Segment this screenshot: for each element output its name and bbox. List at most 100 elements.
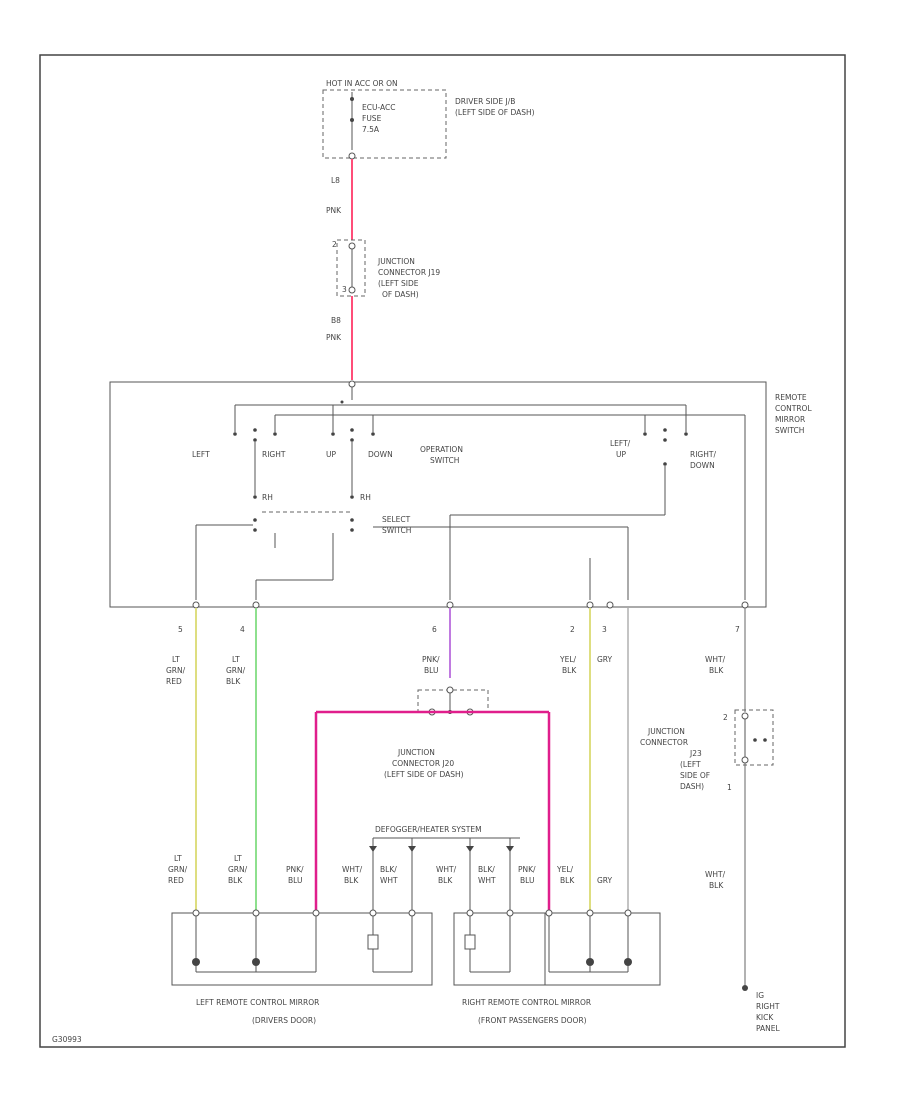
wire-color-pnk-2: PNK xyxy=(326,333,342,342)
lw-l11: BLK/ xyxy=(380,865,397,874)
j20-label: JUNCTION xyxy=(397,748,435,757)
defogger-reference: DEFOGGER/HEATER SYSTEM xyxy=(369,825,520,910)
wire-pin-l8: L8 xyxy=(331,176,340,185)
j20-label-3: (LEFT SIDE OF DASH) xyxy=(384,770,464,779)
figure-id: G30993 xyxy=(52,1035,82,1044)
j23-label-2: CONNECTOR xyxy=(640,738,688,747)
fuse-block: HOT IN ACC OR ON ECU-ACC FUSE 7.5A DRIVE… xyxy=(322,79,535,160)
pin-3: 3 xyxy=(602,625,607,634)
lw-l8: BLU xyxy=(288,876,302,885)
lw-r6: BLU xyxy=(520,876,534,885)
fuse-name: ECU-ACC xyxy=(362,103,395,112)
label-left-up-2: UP xyxy=(616,450,626,459)
lw-l6: BLK xyxy=(228,876,243,885)
w6-color-2: BLU xyxy=(424,666,438,675)
g-color: WHT/ xyxy=(705,870,726,879)
lw-r4: WHT xyxy=(478,876,496,885)
w5-color-2: GRN/ xyxy=(166,666,186,675)
lw-r1: WHT/ xyxy=(436,865,457,874)
label-left-up: LEFT/ xyxy=(610,439,631,448)
label-right-down: RIGHT/ xyxy=(690,450,716,459)
lw-r9: GRY xyxy=(597,876,613,885)
pin-7: 7 xyxy=(735,625,740,634)
lw-r5: PNK/ xyxy=(518,865,536,874)
power-source-label: HOT IN ACC OR ON xyxy=(326,79,398,88)
label-right: RIGHT xyxy=(262,450,286,459)
w2-color: YEL/ xyxy=(559,655,576,664)
switch-name-2: CONTROL xyxy=(775,404,812,413)
fuse-location-2: (LEFT SIDE OF DASH) xyxy=(455,108,535,117)
lw-r7: YEL/ xyxy=(556,865,573,874)
right-mirror xyxy=(453,909,661,986)
switch-name: REMOTE xyxy=(775,393,807,402)
heater-icon xyxy=(367,934,379,950)
w4-color-2: GRN/ xyxy=(226,666,246,675)
mirror-switch: REMOTE CONTROL MIRROR SWITCH LEFT RIGH xyxy=(109,380,812,609)
j19-pin-2: 2 xyxy=(332,240,337,249)
g-color-2: BLK xyxy=(709,881,724,890)
lw-l9: WHT/ xyxy=(342,865,363,874)
j23-pin-1: 1 xyxy=(727,783,732,792)
select-switch-label-2: SWITCH xyxy=(382,526,411,535)
label-up: UP xyxy=(326,450,336,459)
lw-l5: GRN/ xyxy=(228,865,248,874)
j19-label-3: (LEFT SIDE xyxy=(378,279,419,288)
lw-l7: PNK/ xyxy=(286,865,304,874)
j23-label-5: SIDE OF xyxy=(680,771,710,780)
lw-r3: BLK/ xyxy=(478,865,495,874)
lw-l1: LT xyxy=(174,854,182,863)
lw-l4: LT xyxy=(234,854,242,863)
pin-4: 4 xyxy=(240,625,245,634)
lw-l10: BLK xyxy=(344,876,359,885)
motor-icon xyxy=(192,958,200,966)
j23-label-4: (LEFT xyxy=(680,760,701,769)
w3-color: GRY xyxy=(597,655,613,664)
lw-l3: RED xyxy=(168,876,184,885)
left-mirror-label-2: (DRIVERS DOOR) xyxy=(252,1016,316,1025)
left-mirror xyxy=(171,909,433,986)
ground-label: IG xyxy=(756,991,764,1000)
j23-label: JUNCTION xyxy=(647,727,685,736)
ground-label-4: PANEL xyxy=(756,1024,781,1033)
label-left: LEFT xyxy=(192,450,210,459)
j19-label-4: OF DASH) xyxy=(382,290,419,299)
j19-pin-3: 3 xyxy=(342,285,347,294)
w7-color: WHT/ xyxy=(705,655,726,664)
right-mirror-label: RIGHT REMOTE CONTROL MIRROR xyxy=(462,998,591,1007)
label-right-down-2: DOWN xyxy=(690,461,715,470)
right-mirror-label-2: (FRONT PASSENGERS DOOR) xyxy=(478,1016,587,1025)
pin-2: 2 xyxy=(570,625,575,634)
select-switch-label: SELECT xyxy=(382,515,411,524)
operation-switch-label: OPERATION xyxy=(420,445,463,454)
junction-j23: 2 1 JUNCTION CONNECTOR J23 (LEFT SIDE OF… xyxy=(640,709,774,792)
w6-color: PNK/ xyxy=(422,655,440,664)
defogger-label: DEFOGGER/HEATER SYSTEM xyxy=(375,825,482,834)
fuse-location: DRIVER SIDE J/B xyxy=(455,97,515,106)
w5-color-3: RED xyxy=(166,677,182,686)
motor-icon xyxy=(252,958,260,966)
j23-label-3: J23 xyxy=(689,749,702,758)
switch-name-3: MIRROR xyxy=(775,415,805,424)
w4-color-3: BLK xyxy=(226,677,241,686)
ground-label-3: KICK xyxy=(756,1013,774,1022)
j23-label-6: DASH) xyxy=(680,782,704,791)
motor-icon xyxy=(624,958,632,966)
motor-icon xyxy=(586,958,594,966)
ground-label-2: RIGHT xyxy=(756,1002,780,1011)
left-mirror-label: LEFT REMOTE CONTROL MIRROR xyxy=(196,998,319,1007)
lw-l2: GRN/ xyxy=(168,865,188,874)
wire-color-pnk: PNK xyxy=(326,206,342,215)
label-rh: RH xyxy=(262,493,273,502)
junction-j19: 2 3 JUNCTION CONNECTOR J19 (LEFT SIDE OF… xyxy=(332,239,440,299)
j19-label: JUNCTION xyxy=(377,257,415,266)
j19-label-2: CONNECTOR J19 xyxy=(378,268,440,277)
w4-color: LT xyxy=(232,655,240,664)
label-down: DOWN xyxy=(368,450,393,459)
wire-pin-b8: B8 xyxy=(331,316,341,325)
lw-l12: WHT xyxy=(380,876,398,885)
lw-r8: BLK xyxy=(560,876,575,885)
j20-label-2: CONNECTOR J20 xyxy=(392,759,454,768)
operation-switch-label-2: SWITCH xyxy=(430,456,459,465)
w7-color-2: BLK xyxy=(709,666,724,675)
w5-color: LT xyxy=(172,655,180,664)
